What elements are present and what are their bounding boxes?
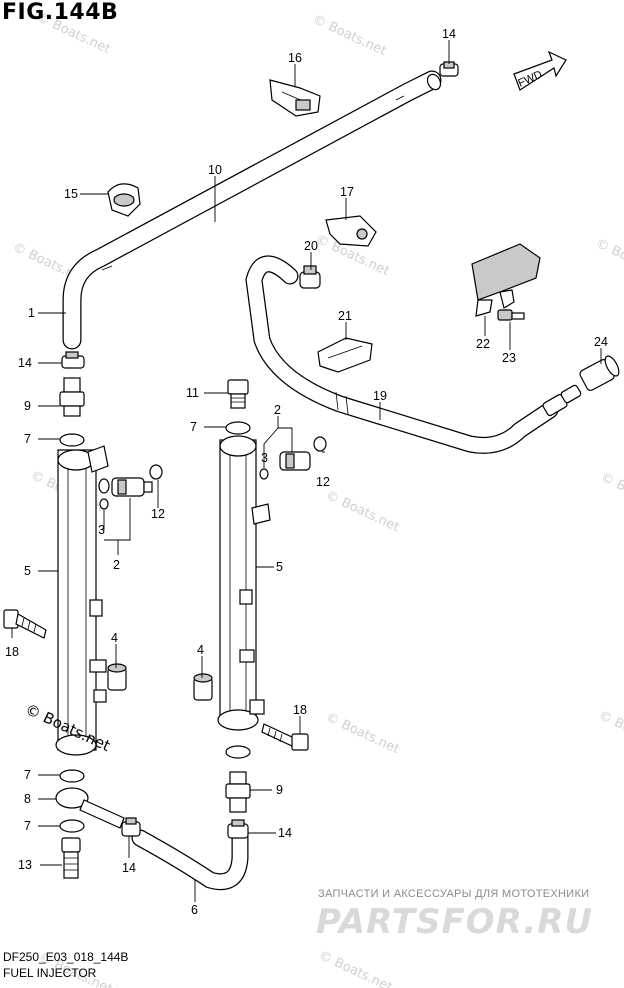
washer-7-left-bottom-a: [59, 769, 85, 783]
callout-15: 15: [64, 187, 78, 201]
callout-22: 22: [476, 337, 490, 351]
callout-5: 5: [24, 564, 31, 578]
bolt-13: [61, 837, 81, 879]
callout-2: 2: [113, 558, 120, 572]
callout-18: 18: [293, 703, 307, 717]
hose-clamp-14-bottom-left: [121, 817, 141, 837]
watermark-faint: © Boats.net: [596, 708, 624, 755]
callout-7: 7: [24, 768, 31, 782]
callout-17: 17: [340, 185, 354, 199]
figure-title: FIG.144B: [2, 0, 119, 25]
clip-17: [325, 215, 377, 247]
fuel-rail-left: [55, 445, 109, 756]
washer-7-left-top: [59, 433, 85, 447]
brand-logo: PARTSFOR.RU: [316, 902, 594, 942]
callout-23: 23: [502, 351, 516, 365]
washer-7-right-top: [225, 421, 251, 435]
clip-16: [269, 79, 321, 117]
callout-10: 10: [208, 163, 222, 177]
fuel-hose-10: [62, 70, 442, 350]
spacer-4-left: [107, 663, 127, 691]
bolt-18-right: [261, 723, 309, 751]
callout-8: 8: [24, 792, 31, 806]
fwd-arrow-icon: FWD: [513, 50, 567, 91]
hose-clamp-14-bottom-right: [227, 819, 249, 839]
spacer-4-right: [193, 673, 213, 701]
callout-21: 21: [338, 309, 352, 323]
fuel-hose-19: [245, 255, 582, 454]
callout-7: 7: [24, 432, 31, 446]
union-9-top: [59, 377, 85, 417]
watermark-faint: © Boats.net: [598, 470, 624, 517]
callout-13: 13: [18, 858, 32, 872]
hose-clamp-14-top: [439, 61, 459, 77]
clip-21: [317, 337, 373, 373]
callout-9: 9: [276, 783, 283, 797]
fuel-injector-right: [259, 436, 327, 480]
clip-15: [107, 183, 141, 217]
callout-19: 19: [373, 389, 387, 403]
callout-18: 18: [5, 645, 19, 659]
pipe-24: [579, 355, 620, 391]
callout-5: 5: [276, 560, 283, 574]
watermark-faint: © Boats.net: [323, 710, 401, 757]
banjo-8: [55, 787, 125, 829]
callout-14: 14: [278, 826, 292, 840]
fitting-11: [227, 379, 249, 409]
callout-2: 2: [274, 403, 281, 417]
bolt-18-left: [3, 609, 47, 639]
watermark-faint: © Boats.net: [316, 948, 394, 988]
callout-4: 4: [111, 631, 118, 645]
callout-24: 24: [594, 335, 608, 349]
callout-12: 12: [316, 475, 330, 489]
callout-4: 4: [197, 643, 204, 657]
union-9-bottom: [225, 771, 251, 813]
fuel-rail-right: [217, 435, 271, 731]
callout-1: 1: [28, 306, 35, 320]
callout-labels: 14 16 10 15 17 20 1 21 22 23 24 14 11 19…: [5, 27, 608, 917]
callout-6: 6: [191, 903, 198, 917]
callout-7: 7: [190, 420, 197, 434]
hose-clamp-14-mid: [61, 351, 85, 369]
fuel-injector-left: [98, 464, 163, 510]
callout-12: 12: [151, 507, 165, 521]
watermark-faint: © Boats.net: [310, 12, 388, 59]
leader-lines: [11, 40, 602, 902]
brand-subtitle: ЗАПЧАСТИ И АКСЕССУАРЫ ДЛЯ МОТОТЕХНИКИ: [318, 888, 590, 900]
bolt-23: [497, 309, 525, 321]
bracket-22: [471, 243, 541, 317]
callout-7: 7: [24, 819, 31, 833]
callout-3: 3: [98, 523, 105, 537]
callout-14: 14: [122, 861, 136, 875]
washer-7-left-bottom-b: [59, 819, 85, 833]
callout-14: 14: [18, 356, 32, 370]
callout-16: 16: [288, 51, 302, 65]
callout-14: 14: [442, 27, 456, 41]
callout-11: 11: [186, 386, 199, 400]
figure-name: FUEL INJECTOR: [3, 966, 97, 980]
watermark-faint: © Boats.net: [323, 488, 401, 535]
callout-9: 9: [24, 399, 31, 413]
callout-3: 3: [261, 451, 268, 465]
watermark-faint: © Boats.net: [593, 236, 624, 283]
hose-clamp-20: [299, 265, 321, 289]
figure-code: DF250_E03_018_144B: [3, 950, 129, 964]
fuel-hose-6: [131, 827, 249, 891]
callout-20: 20: [304, 239, 318, 253]
washer-7-right-bottom: [225, 745, 251, 759]
